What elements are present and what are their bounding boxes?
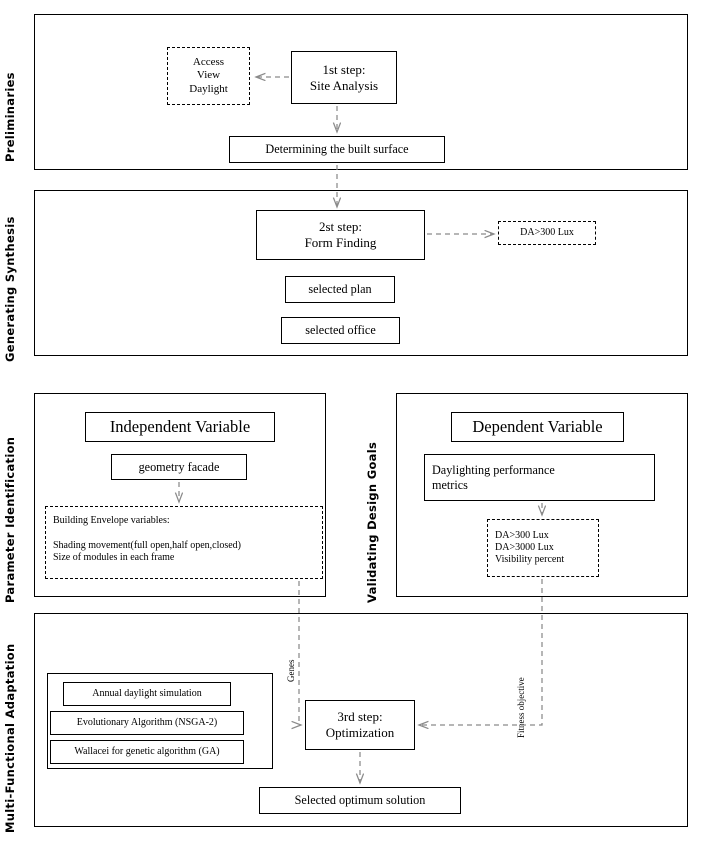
selected-plan-label: selected plan [308, 282, 372, 297]
tool-label-0: Annual daylight simulation [92, 687, 202, 699]
step3-optimization-box: 3rd step: Optimization [305, 700, 415, 750]
criteria-line-view: View [196, 69, 221, 82]
geometry-facade-box: geometry facade [111, 454, 247, 480]
da300-target-label: DA>300 Lux [520, 226, 574, 238]
section-label-parameter-identification: Parameter Identification [3, 436, 17, 603]
connector-label-fitness-objective: Fitness objective [516, 677, 526, 738]
tool-label-1: Evolutionary Algorithm (NSGA-2) [76, 716, 218, 728]
section-label-multi-functional-adaptation: Multi-Functional Adaptation [3, 643, 17, 834]
envelope-line-size: Size of modules in each frame [53, 552, 175, 564]
dependent-variable-label: Dependent Variable [472, 416, 603, 436]
criteria-line-access: Access [192, 55, 225, 68]
target-line-da3000: DA>3000 Lux [495, 541, 554, 553]
selected-plan-box: selected plan [285, 276, 395, 303]
step2-form-finding-box: 2st step: Form Finding [256, 210, 425, 260]
selected-solution-label: Selected optimum solution [294, 793, 426, 808]
connector-label-genes: Genes [286, 659, 296, 683]
access-view-daylight-box: Access View Daylight [167, 47, 250, 105]
tool-box-wallacei-genetic-algorithm: Wallacei for genetic algorithm (GA) [50, 740, 244, 764]
step3-line-2: Optimization [325, 725, 395, 740]
built-surface-label: Determining the built surface [265, 142, 409, 157]
section-label-validating-design-goals: Validating Design Goals [365, 441, 379, 603]
step1-site-analysis-box: 1st step: Site Analysis [291, 51, 397, 104]
tool-box-annual-daylight-simulation: Annual daylight simulation [63, 682, 231, 706]
step2-line-2: Form Finding [304, 235, 377, 250]
step2-line-1: 2st step: [319, 219, 362, 235]
determining-built-surface-box: Determining the built surface [229, 136, 445, 163]
da300-target-box: DA>300 Lux [498, 221, 596, 245]
section-label-preliminaries: Preliminaries [3, 72, 17, 162]
daylight-targets-box: DA>300 Lux DA>3000 Lux Visibility percen… [487, 519, 599, 577]
envelope-line-heading: Building Envelope variables: [53, 515, 170, 526]
envelope-line-shading: Shading movement(full open,half open,clo… [53, 540, 242, 552]
geometry-facade-label: geometry facade [138, 459, 220, 474]
daylighting-performance-metrics-box: Daylighting performance metrics [424, 454, 655, 501]
selected-office-label: selected office [305, 323, 376, 338]
envelope-spacer [53, 527, 322, 540]
selected-office-box: selected office [281, 317, 400, 344]
selected-optimum-solution-box: Selected optimum solution [259, 787, 461, 814]
metrics-line-2: metrics [432, 477, 468, 492]
tool-label-2: Wallacei for genetic algorithm (GA) [74, 745, 220, 757]
target-line-da300: DA>300 Lux [495, 529, 549, 541]
criteria-line-daylight: Daylight [189, 82, 228, 95]
independent-variable-box: Independent Variable [85, 412, 275, 442]
step1-line-1: 1st step: [322, 61, 366, 77]
dependent-variable-box: Dependent Variable [451, 412, 624, 442]
step1-line-2: Site Analysis [309, 77, 379, 93]
section-label-generating-synthesis: Generating Synthesis [3, 216, 17, 362]
building-envelope-variables-box: Building Envelope variables: Shading mov… [45, 506, 323, 579]
independent-variable-label: Independent Variable [109, 416, 251, 436]
tool-box-evolutionary-algorithm: Evolutionary Algorithm (NSGA-2) [50, 711, 244, 735]
target-line-visibility: Visibility percent [495, 554, 565, 566]
metrics-line-1: Daylighting performance [432, 462, 555, 477]
step3-line-1: 3rd step: [337, 709, 383, 725]
